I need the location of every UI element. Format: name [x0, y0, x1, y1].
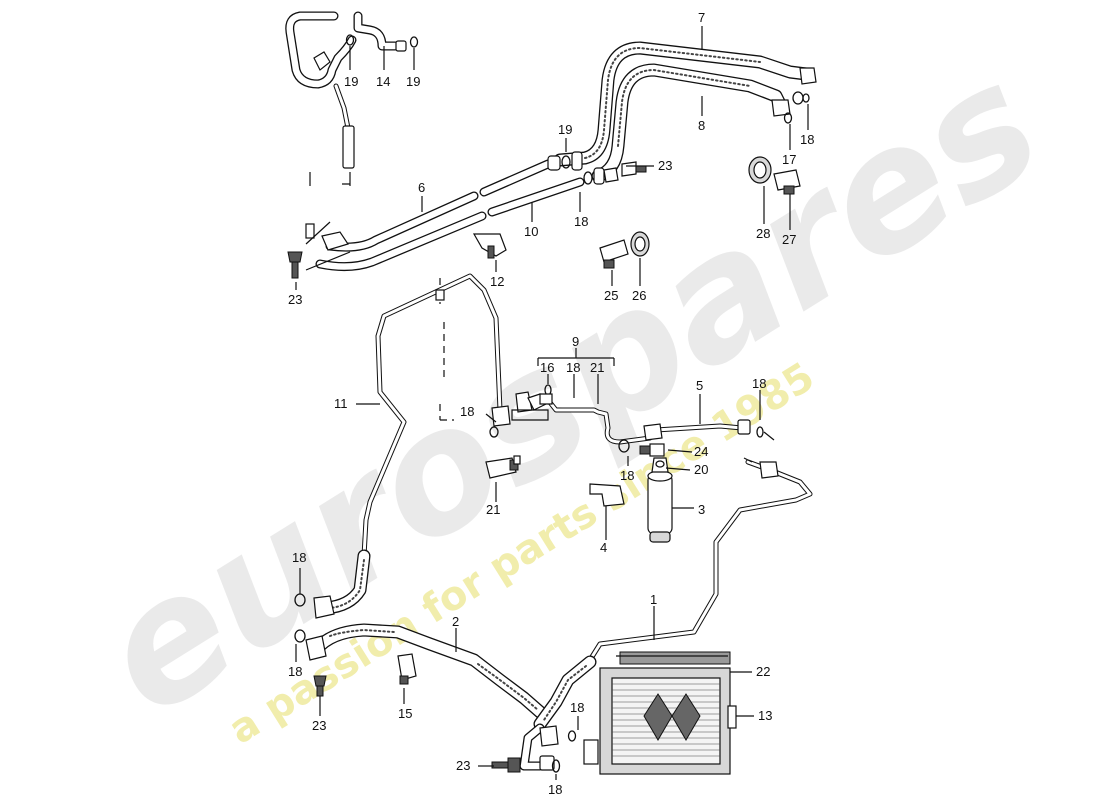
- callout-19: 19: [344, 74, 358, 89]
- callout-27: 27: [782, 232, 796, 247]
- callout-19: 19: [558, 122, 572, 137]
- valve-21-upper: [539, 393, 553, 405]
- hose-7: [553, 41, 817, 167]
- callout-18: 18: [548, 782, 562, 797]
- fitting-23-upper: [621, 161, 647, 177]
- valve-25: [599, 239, 629, 269]
- callout-18: 18: [570, 700, 584, 715]
- callout-10: 10: [524, 224, 538, 239]
- ring-18-bottom: [551, 759, 561, 773]
- callout-18: 18: [574, 214, 588, 229]
- plug-24: [639, 443, 665, 457]
- cap-26: [630, 231, 650, 257]
- callout-labels: 19 14 19 7 8 18 17 19 23 6 10 18 28 27 2…: [288, 10, 814, 797]
- callout-8: 8: [698, 118, 705, 133]
- callout-18: 18: [288, 664, 302, 679]
- callout-21: 21: [590, 360, 604, 375]
- leader-lines: [295, 26, 809, 780]
- callout-23: 23: [312, 718, 326, 733]
- callout-11: 11: [334, 396, 348, 411]
- break-marks: [309, 172, 351, 186]
- callout-23: 23: [658, 158, 672, 173]
- callout-22: 22: [756, 664, 770, 679]
- callout-13: 13: [758, 708, 772, 723]
- pipe-10: [315, 167, 619, 272]
- pipe-5: [521, 397, 775, 445]
- ring-20: [655, 460, 665, 468]
- condenser-13: [583, 667, 737, 775]
- pipe-11: [313, 273, 511, 619]
- valve-21-lower: [485, 455, 521, 479]
- callout-28: 28: [756, 226, 770, 241]
- callout-5: 5: [696, 378, 703, 393]
- callout-24: 24: [694, 444, 708, 459]
- callout-16: 16: [540, 360, 554, 375]
- bracket-left: [305, 221, 351, 271]
- callout-18: 18: [460, 404, 474, 419]
- callout-18: 18: [620, 468, 634, 483]
- pipe-14: [353, 11, 419, 52]
- pipe-6: [325, 151, 583, 252]
- callout-17: 17: [782, 152, 796, 167]
- callout-9: 9: [572, 334, 579, 349]
- callout-12: 12: [490, 274, 504, 289]
- callout-18: 18: [752, 376, 766, 391]
- ring-18-drier: [618, 439, 630, 453]
- cap-28: [748, 156, 772, 184]
- callout-1: 1: [650, 592, 657, 607]
- bolt-23-left: [287, 251, 303, 279]
- callout-18: 18: [800, 132, 814, 147]
- valve-27: [773, 169, 801, 195]
- pipe-19-top-left: [285, 11, 357, 169]
- callout-23: 23: [288, 292, 302, 307]
- callout-7: 7: [698, 10, 705, 25]
- callout-15: 15: [398, 706, 412, 721]
- callout-21: 21: [486, 502, 500, 517]
- callout-2: 2: [452, 614, 459, 629]
- callout-6: 6: [418, 180, 425, 195]
- callout-18: 18: [566, 360, 580, 375]
- clamp-15: [397, 653, 417, 685]
- callout-20: 20: [694, 462, 708, 477]
- pipe-1: [587, 457, 813, 663]
- bolt-23-bottom: [491, 757, 521, 773]
- callout-14: 14: [376, 74, 390, 89]
- callout-23: 23: [456, 758, 470, 773]
- callout-26: 26: [632, 288, 646, 303]
- callout-25: 25: [604, 288, 618, 303]
- receiver-drier-3: [647, 457, 673, 543]
- bracket-12: [472, 233, 507, 259]
- seal-strip-22: [616, 651, 731, 665]
- hose-2: [305, 623, 597, 771]
- callout-18: 18: [292, 550, 306, 565]
- callout-3: 3: [698, 502, 705, 517]
- callout-19: 19: [406, 74, 420, 89]
- bracket-4: [589, 483, 625, 507]
- bolt-18-left: [489, 426, 499, 438]
- callout-4: 4: [600, 540, 607, 555]
